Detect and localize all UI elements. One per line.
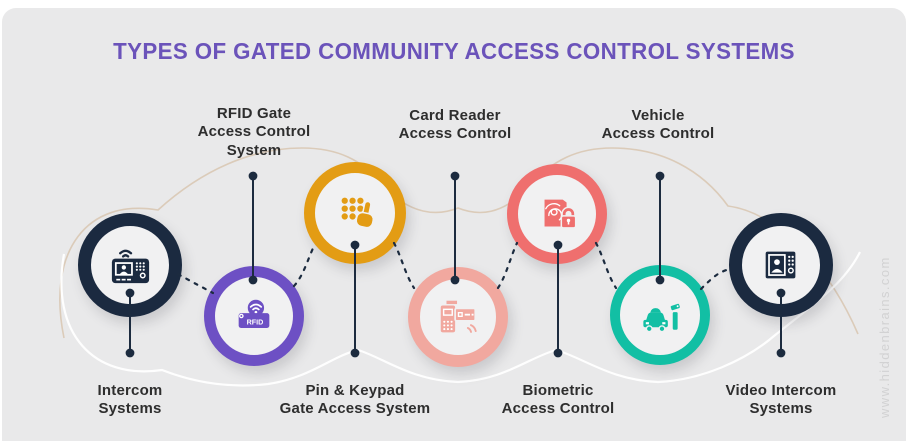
dashed-connector [699, 267, 732, 291]
dashed-connector [496, 241, 519, 290]
vehicle-circle [610, 265, 710, 365]
keypad-label: Pin & Keypad Gate Access System [279, 382, 431, 418]
rfid-circle: RFID [204, 266, 304, 366]
dashed-connector [176, 272, 215, 295]
dashed-connector [292, 242, 317, 288]
infographic-panel: TYPES OF GATED COMMUNITY ACCESS CONTROL … [2, 8, 906, 441]
connector-dot [125, 348, 135, 358]
fingerprint-lock-icon [544, 199, 577, 229]
watermark: www.hiddenbrains.com [877, 256, 892, 418]
rfid-badge-text: RFID [247, 319, 264, 327]
rfid-reader-icon: RFID [238, 297, 270, 328]
intercom-circle [78, 213, 182, 317]
dashed-connector [392, 241, 416, 290]
video-intercom-label: Video Intercom Systems [725, 382, 837, 418]
rfid-label: RFID Gate Access Control System [197, 105, 311, 159]
vehicle-label: Vehicle Access Control [601, 107, 715, 143]
connector-dot [248, 171, 258, 181]
video-intercom-circle [729, 213, 833, 317]
connector-dot [450, 171, 460, 181]
connector-dot [776, 348, 786, 358]
keypad-circle [304, 162, 406, 264]
card-reader-label: Card Reader Access Control [398, 107, 512, 143]
intercom-icon [111, 249, 149, 283]
biometric-label: Biometric Access Control [501, 382, 615, 418]
connector-dot [655, 171, 665, 181]
keypad-hand-icon [341, 197, 374, 228]
vehicle-gate-icon [642, 303, 680, 332]
intercom-label: Intercom Systems [97, 382, 163, 418]
connector-dot [350, 348, 360, 358]
card-reader-circle [408, 267, 508, 367]
biometric-circle [507, 164, 607, 264]
video-intercom-icon [765, 251, 796, 279]
page-title: TYPES OF GATED COMMUNITY ACCESS CONTROL … [113, 38, 795, 64]
card-reader-icon [440, 300, 477, 333]
dashed-connector [594, 241, 618, 290]
connector-dot [553, 348, 563, 358]
